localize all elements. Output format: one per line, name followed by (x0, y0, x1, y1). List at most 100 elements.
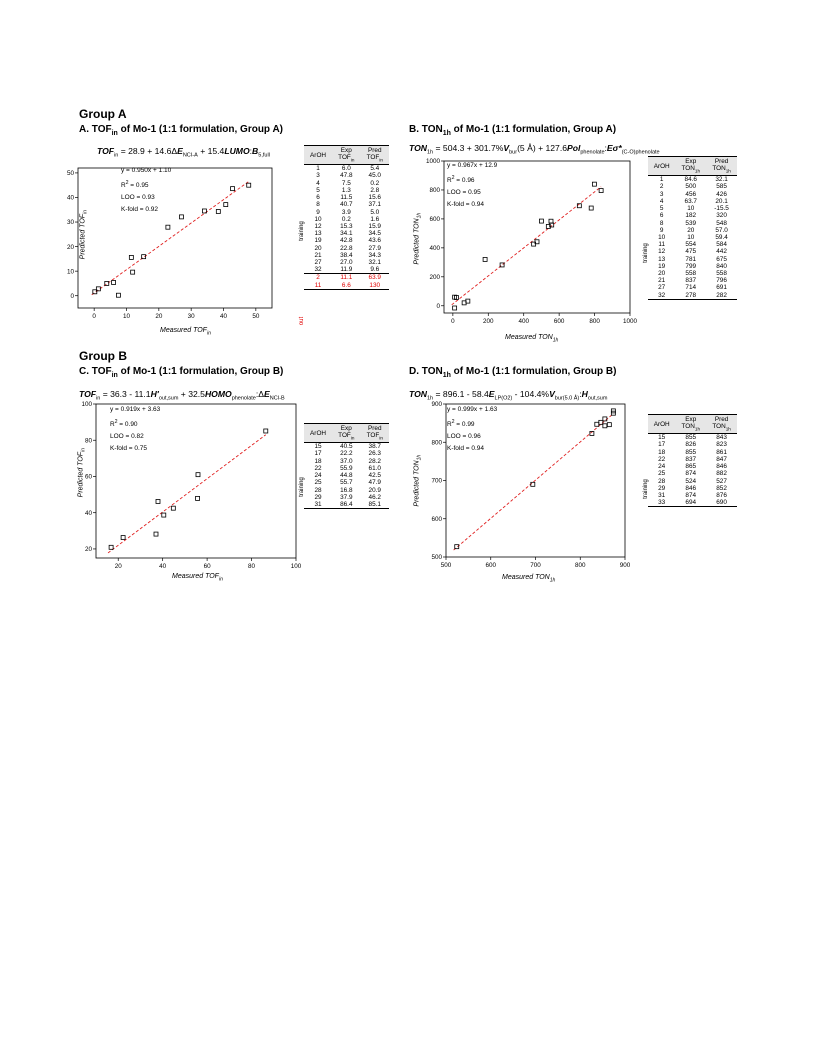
table-cell: 22 (314, 464, 322, 472)
table-cell: 539 (685, 219, 697, 227)
table-cell: 5.4 (370, 165, 380, 173)
table-cell: 47.8 (340, 172, 353, 180)
x-axis-title-c: Measured TOFin (172, 573, 223, 583)
y-tick-label: 500 (431, 554, 442, 561)
side-label-out-a: out (299, 316, 305, 326)
table-cell: 34.1 (340, 230, 353, 238)
table-cell: 27 (658, 284, 666, 292)
y-tick-label: 30 (67, 219, 75, 226)
table-cell: 10 (314, 215, 322, 223)
y-axis-title-c: Predicted TOFin (77, 448, 87, 498)
data-point (549, 222, 555, 228)
table-cell: 846 (685, 484, 697, 492)
table-cell: 11.1 (332, 273, 361, 282)
y-tick-label: 0 (70, 293, 74, 300)
table-cell: 21 (314, 251, 322, 259)
table-cell: 8 (659, 219, 664, 227)
table-cell: 37.9 (340, 493, 353, 501)
table-cell: 24 (314, 472, 322, 480)
data-point (594, 421, 600, 427)
table-cell: 31 (304, 500, 333, 510)
table-cell: 11.5 (340, 194, 353, 202)
x-tick-label: 0 (451, 318, 455, 323)
table-cell: 840 (716, 262, 727, 270)
data-point (195, 472, 201, 478)
side-label-training-d: training (643, 479, 649, 499)
data-point (482, 257, 488, 262)
data-point (591, 181, 597, 187)
table-cell: 11.9 (340, 266, 353, 274)
table-cell: 3.9 (341, 208, 351, 216)
table-cell: 20 (658, 269, 666, 277)
plot-frame (95, 403, 297, 559)
data-point (155, 499, 161, 504)
table-cell: 456 (685, 190, 697, 198)
table-cell: 10 (687, 205, 695, 213)
data-point (108, 544, 114, 550)
table-header-cell: ArOH (304, 144, 333, 166)
table-cell: 278 (675, 291, 707, 300)
table-cell: 882 (716, 470, 727, 478)
x-tick-label: 40 (220, 313, 228, 320)
table-cell: 28.2 (368, 457, 381, 465)
table-cell: 15 (314, 443, 322, 451)
y-tick-label: 800 (429, 187, 440, 194)
table-cell: 0.2 (370, 179, 380, 187)
data-point (610, 410, 616, 416)
table-cell: 11 (304, 281, 333, 290)
y-tick-label: 20 (67, 244, 75, 251)
table-cell: 8 (316, 201, 320, 209)
table-cell: 843 (716, 434, 727, 442)
table-cell: 44.8 (340, 472, 353, 480)
table-cell: 10 (687, 233, 695, 241)
table-cell: 714 (685, 284, 697, 292)
data-point (130, 269, 136, 275)
table-cell: 25 (658, 470, 666, 478)
table-cell: 63.9 (360, 273, 389, 282)
table-cell: 15.3 (340, 222, 353, 230)
data-point (223, 202, 229, 207)
data-point (461, 300, 467, 306)
table-cell: 59.4 (715, 233, 728, 241)
table-cell: 27.9 (368, 244, 381, 252)
x-axis-title-d: Measured TON1h (502, 574, 556, 584)
x-tick-label: 0 (92, 313, 96, 320)
y-tick-label: 400 (429, 245, 440, 252)
table-cell: 15.9 (368, 222, 381, 230)
x-axis-title-a: Measured TOFin (160, 327, 211, 337)
table-cell: 15 (658, 434, 666, 442)
table-cell: 9 (659, 226, 664, 234)
side-label-training-a: training (299, 221, 305, 241)
table-cell: 855 (685, 434, 697, 442)
y-axis-title-a: Predicted TOFin (79, 210, 89, 260)
x-tick-label: 50 (252, 313, 260, 320)
table-cell: 558 (685, 269, 697, 277)
data-point (499, 262, 505, 268)
y-tick-label: 100 (81, 401, 92, 408)
data-point (215, 209, 221, 214)
table-cell: 855 (685, 448, 697, 456)
x-tick-label: 800 (575, 562, 586, 568)
table-cell: 34.3 (368, 251, 381, 259)
table-cell: 847 (716, 455, 727, 463)
x-tick-label: 100 (291, 563, 302, 568)
table-cell: 1.6 (370, 215, 380, 223)
